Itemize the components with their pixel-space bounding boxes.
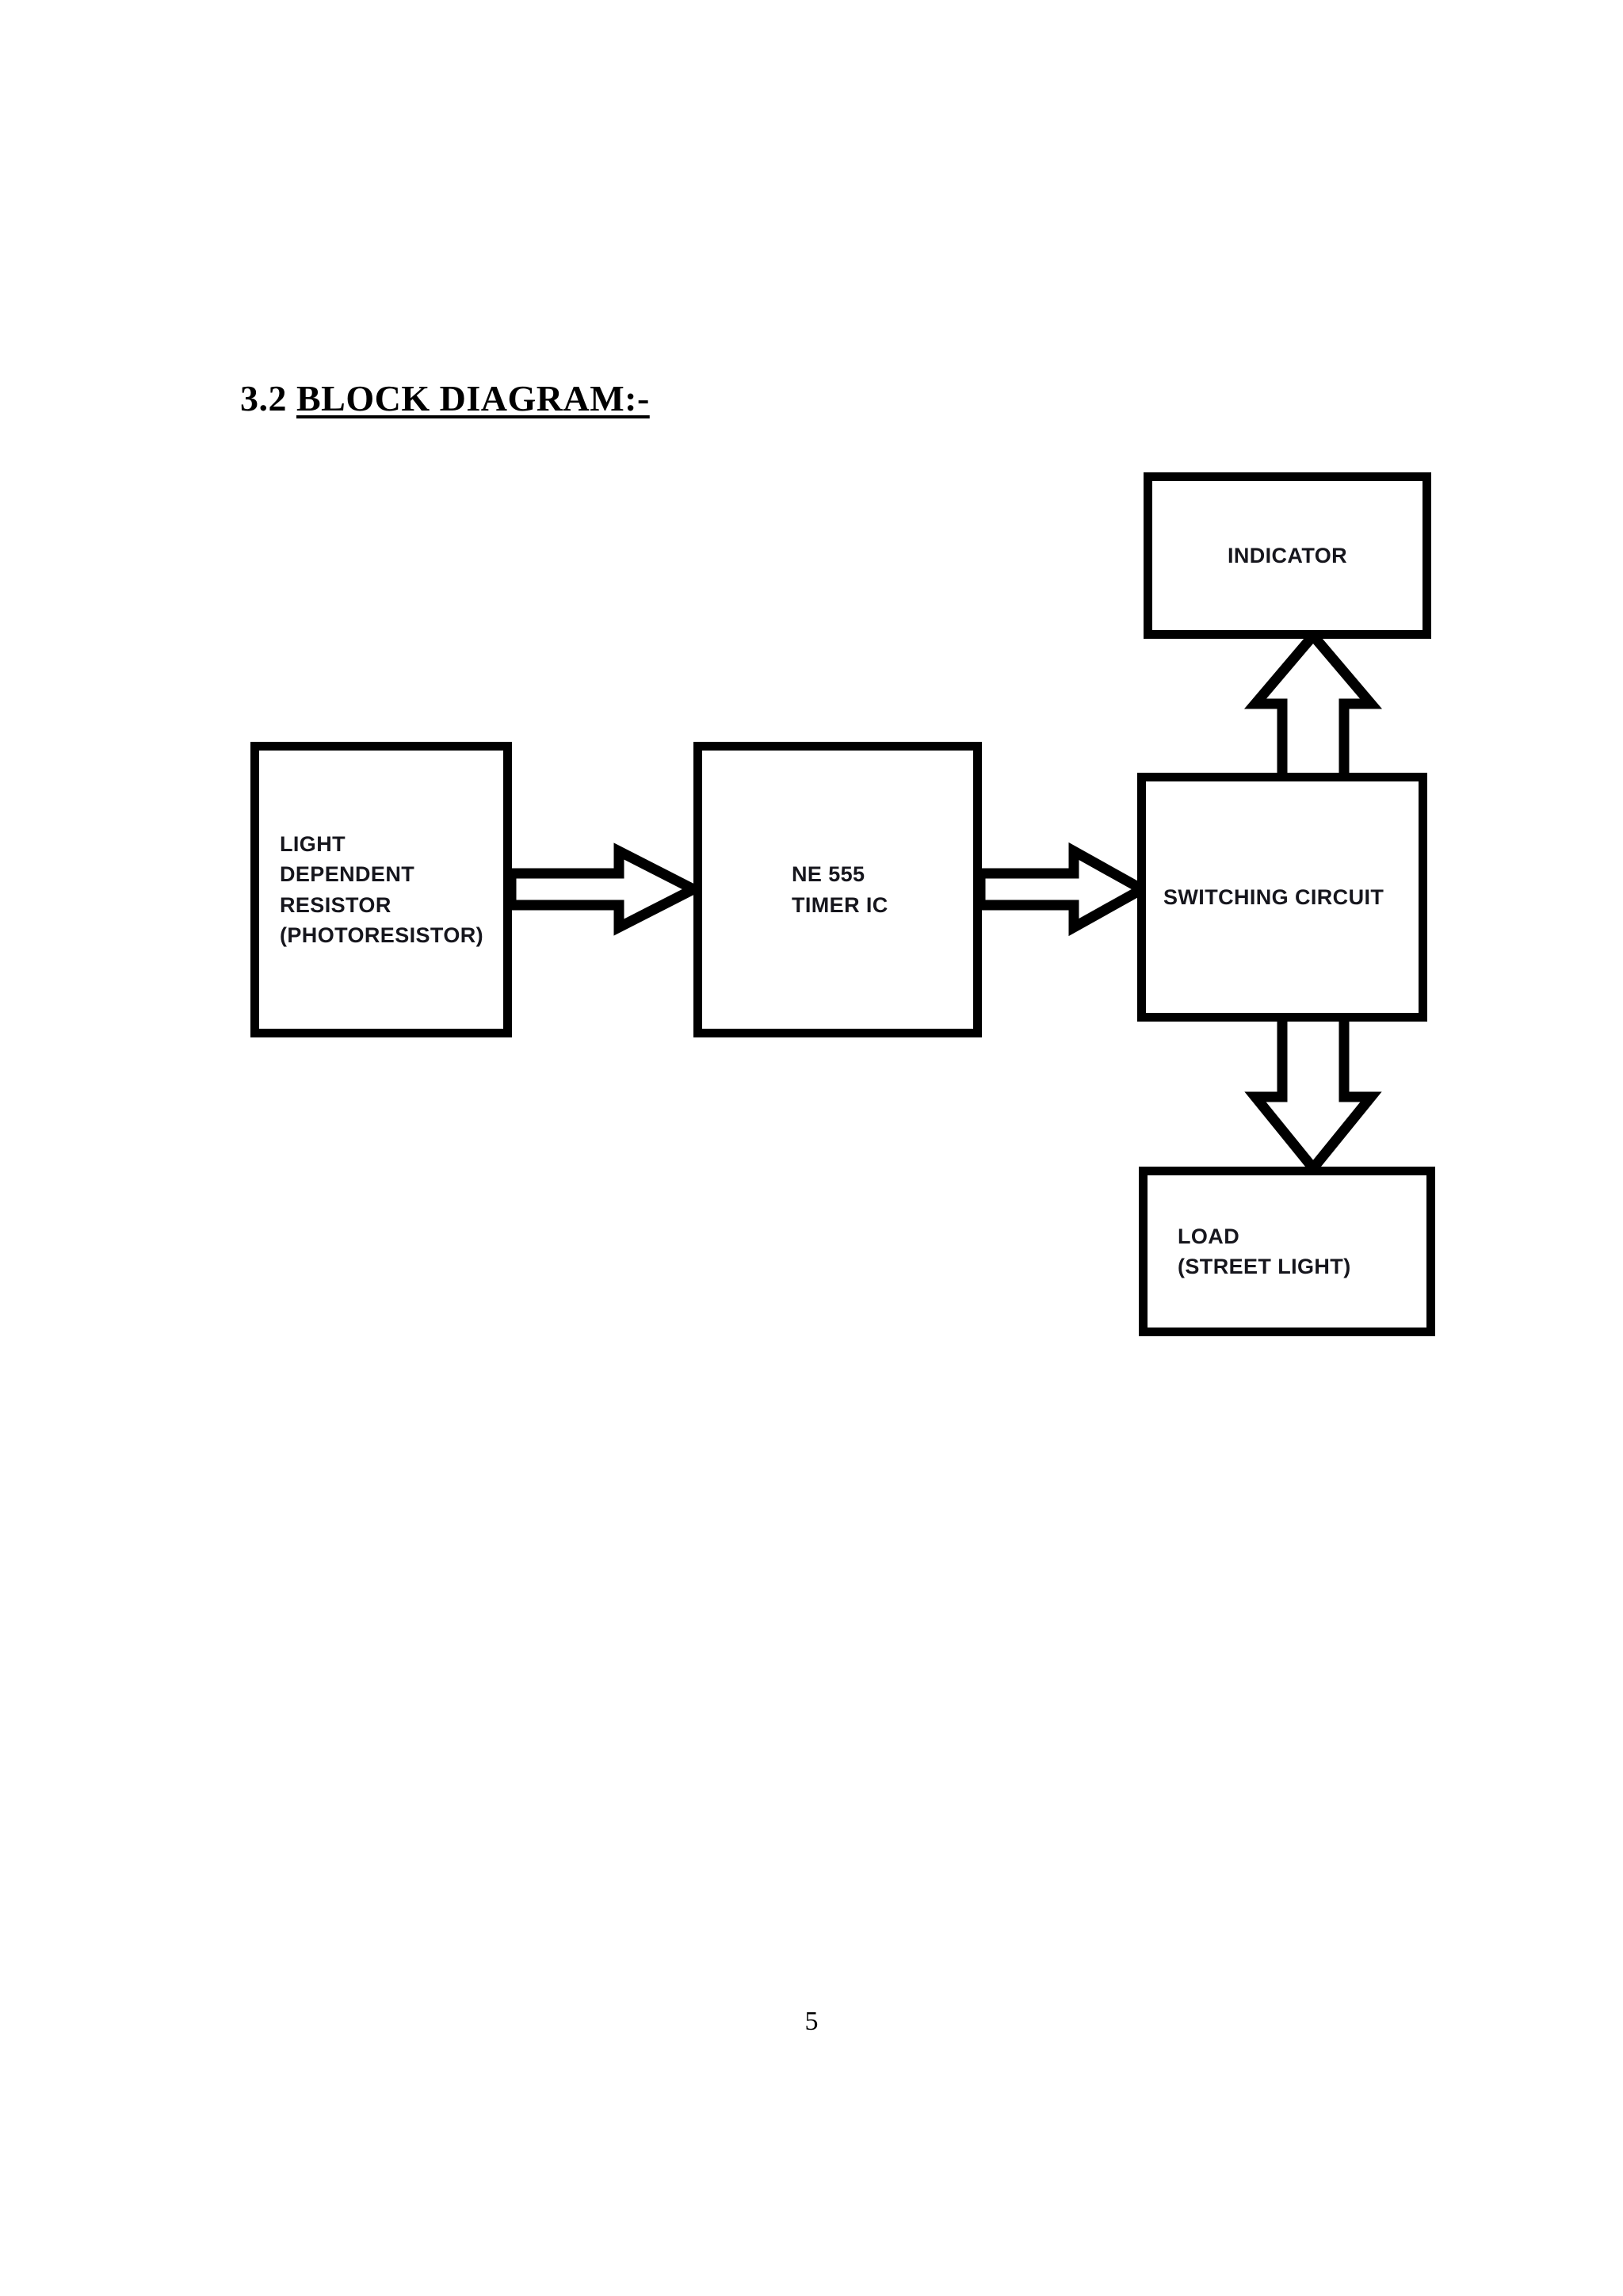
block-switching-circuit: SWITCHING CIRCUIT [1137,773,1427,1022]
block-label-timer: NE 555 TIMER IC [792,862,888,917]
heading-number: 3.2 [240,378,296,418]
block-load-street-light: LOAD (STREET LIGHT) [1139,1167,1435,1336]
block-indicator: INDICATOR [1144,472,1431,639]
arrow-switching-to-indicator [1238,631,1388,781]
arrow-ldr-to-timer [511,839,695,940]
page-number: 5 [804,2007,819,2036]
block-label-load: LOAD (STREET LIGHT) [1178,1224,1351,1278]
block-light-dependent-resistor: LIGHT DEPENDENT RESISTOR (PHOTORESISTOR) [250,742,512,1037]
block-label-switching: SWITCHING CIRCUIT [1163,884,1384,909]
block-ne555-timer-ic: NE 555 TIMER IC [693,742,982,1037]
arrow-timer-to-switching [980,839,1144,940]
block-label-ldr: LIGHT DEPENDENT RESISTOR (PHOTORESISTOR) [280,831,484,947]
heading-title: BLOCK DIAGRAM:- [296,378,650,418]
arrow-switching-to-load [1238,1014,1388,1173]
block-diagram: LIGHT DEPENDENT RESISTOR (PHOTORESISTOR)… [250,472,1435,1336]
page-heading: 3.2 BLOCK DIAGRAM:- [240,378,650,419]
block-label-indicator: INDICATOR [1227,543,1348,567]
